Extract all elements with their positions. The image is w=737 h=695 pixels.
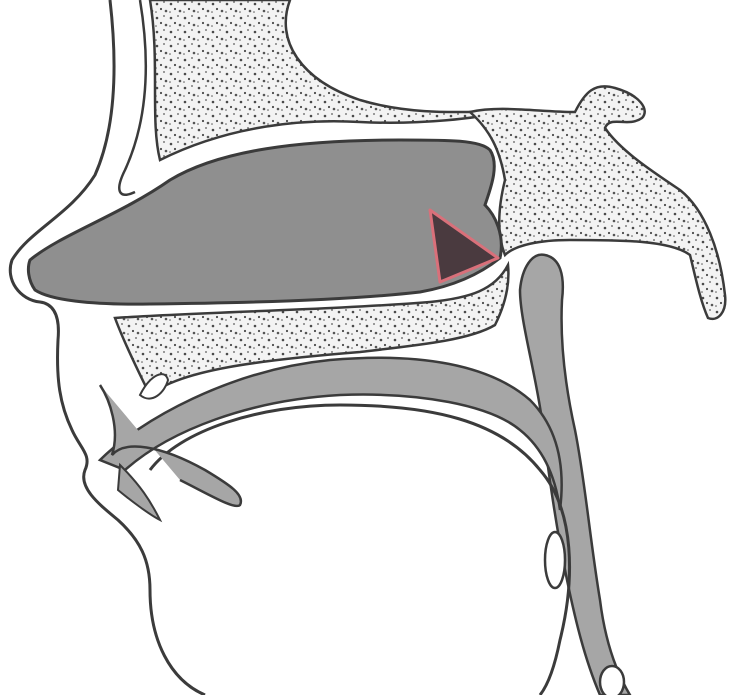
- lower-lip-fold: [118, 465, 160, 520]
- nasopharynx-wall: [520, 255, 630, 695]
- nasal-inner-line: [119, 0, 145, 195]
- lower-oval: [600, 666, 624, 695]
- tonsil-oval: [545, 532, 565, 588]
- oral-cavity-outline: [150, 405, 570, 695]
- frontal-bone: [150, 0, 500, 160]
